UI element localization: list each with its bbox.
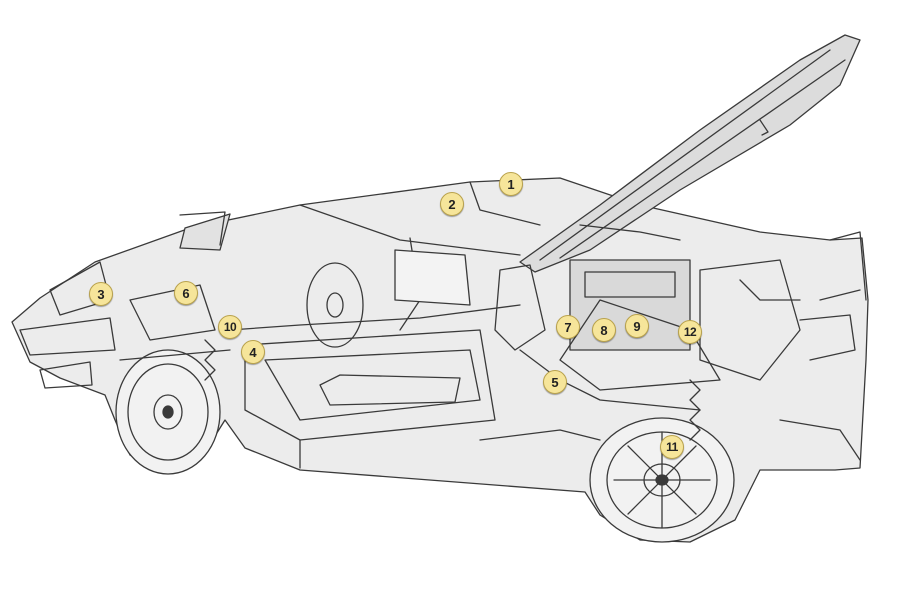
callout-marker-11[interactable]: 11: [660, 435, 684, 459]
callout-marker-6[interactable]: 6: [174, 281, 198, 305]
callout-marker-12[interactable]: 12: [678, 320, 702, 344]
front-wheel: [115, 349, 221, 475]
callout-marker-1[interactable]: 1: [499, 172, 523, 196]
callout-marker-3[interactable]: 3: [89, 282, 113, 306]
rear-wheel: [589, 417, 735, 543]
callout-marker-5[interactable]: 5: [543, 370, 567, 394]
callout-marker-9[interactable]: 9: [625, 314, 649, 338]
callout-marker-8[interactable]: 8: [592, 318, 616, 342]
callout-marker-2[interactable]: 2: [440, 192, 464, 216]
callout-marker-10[interactable]: 10: [218, 315, 242, 339]
callout-marker-4[interactable]: 4: [241, 340, 265, 364]
callout-marker-7[interactable]: 7: [556, 315, 580, 339]
